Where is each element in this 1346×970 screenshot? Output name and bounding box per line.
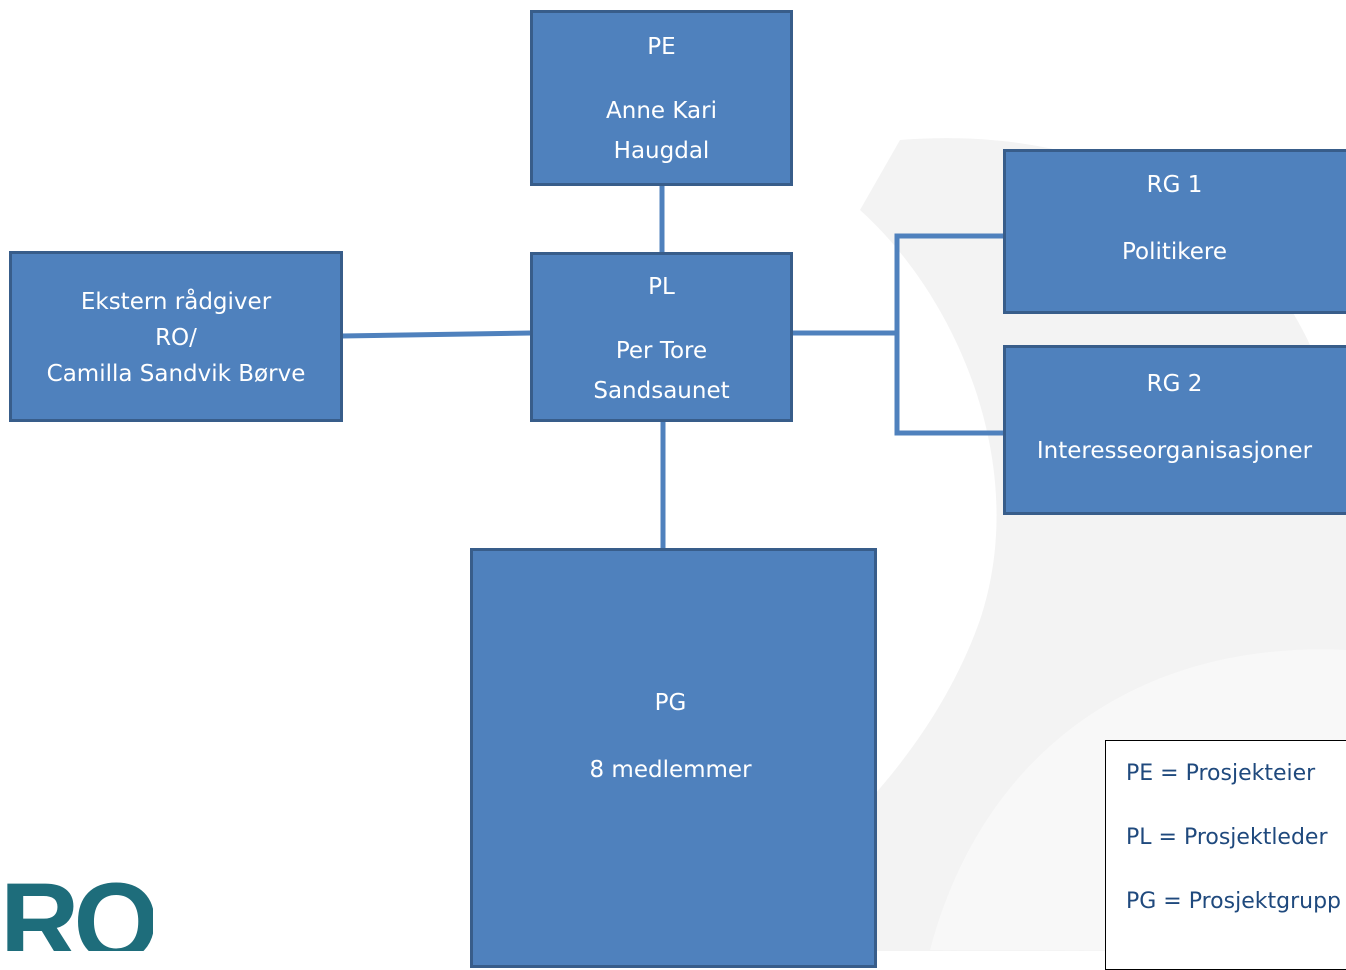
legend-item-pg: PG = Prosjektgrupp xyxy=(1126,889,1341,914)
rg1-subtitle: Politikere xyxy=(1121,239,1228,265)
rg2-title: RG 2 xyxy=(1146,371,1203,397)
legend: PE = Prosjekteier PL = Prosjektleder PG … xyxy=(1105,740,1346,970)
pl-box: PL Per Tore Sandsaunet xyxy=(530,252,793,422)
ekstern-line2: RO/ xyxy=(155,325,197,351)
legend-item-pe: PE = Prosjekteier xyxy=(1126,761,1316,786)
pg-subtitle: 8 medlemmer xyxy=(589,757,752,783)
pl-name-line1: Per Tore xyxy=(615,338,708,364)
pe-name-line1: Anne Kari xyxy=(606,98,717,124)
ekstern-line3: Camilla Sandvik Børve xyxy=(46,361,306,387)
rg2-box: RG 2 Interesseorganisasjoner xyxy=(1003,345,1346,515)
rg2-subtitle: Interesseorganisasjoner xyxy=(1036,438,1313,464)
pl-name-line2: Sandsaunet xyxy=(593,378,730,404)
connector-ekstern-pl xyxy=(340,330,532,339)
ekstern-line1: Ekstern rådgiver xyxy=(80,289,272,315)
pe-box: PE Anne Kari Haugdal xyxy=(530,10,793,186)
ro-logo: RO xyxy=(0,868,153,951)
rg1-box: RG 1 Politikere xyxy=(1003,149,1346,314)
pl-title: PL xyxy=(648,274,675,300)
rg1-title: RG 1 xyxy=(1146,172,1203,198)
pg-title: PG xyxy=(654,690,687,716)
pe-name-line2: Haugdal xyxy=(613,138,710,164)
pg-box: PG 8 medlemmer xyxy=(470,548,877,968)
ekstern-box: Ekstern rådgiver RO/ Camilla Sandvik Bør… xyxy=(9,251,343,422)
connector-bracket-rg xyxy=(894,233,1005,436)
legend-item-pl: PL = Prosjektleder xyxy=(1126,825,1328,850)
pe-title: PE xyxy=(647,34,676,60)
